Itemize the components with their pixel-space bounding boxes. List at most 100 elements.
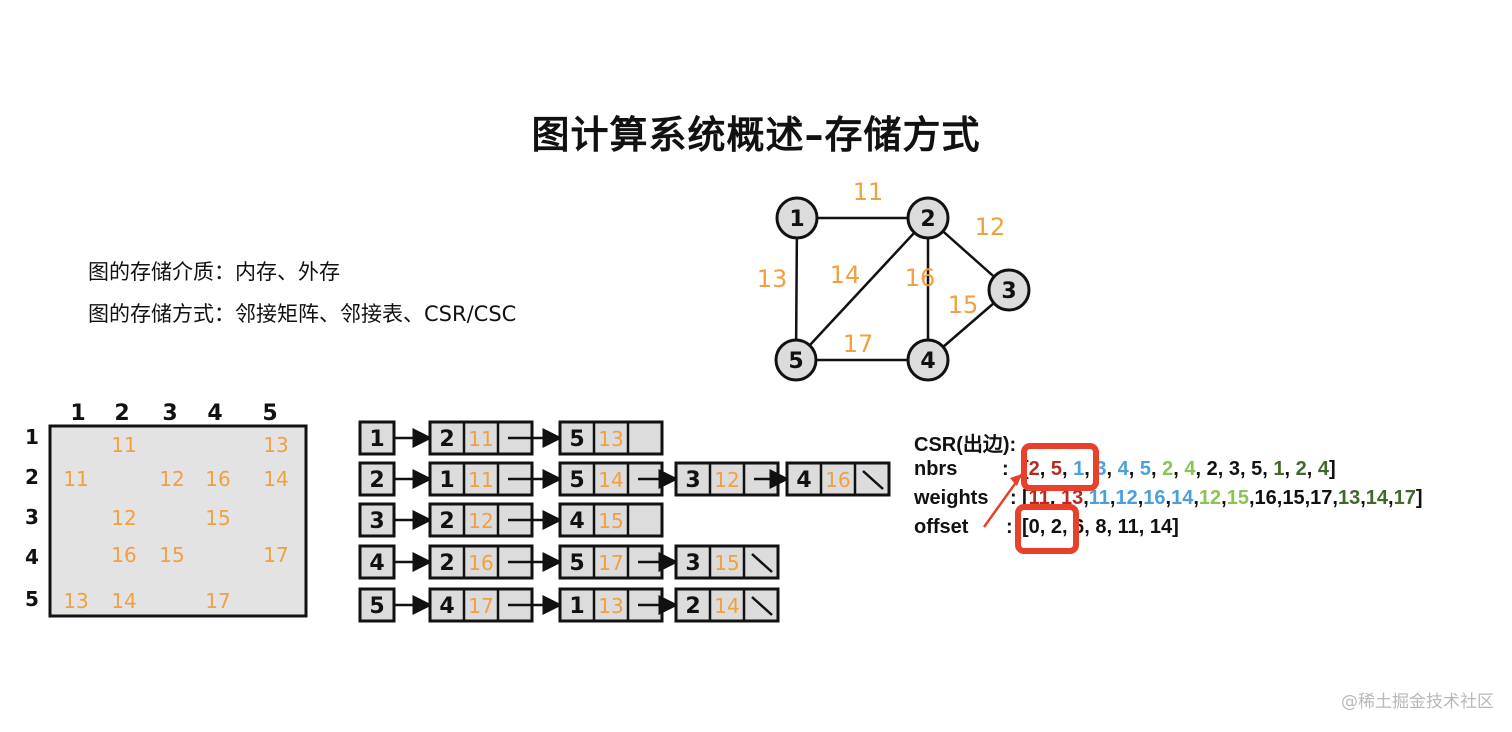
adj-null-marker [862, 470, 884, 490]
edge-weight-label: 15 [948, 291, 979, 319]
edge-weight-label: 11 [853, 178, 884, 206]
adj-node-weight: 15 [598, 509, 623, 533]
adj-node-weight: 17 [468, 594, 493, 618]
weights-label: weights [914, 487, 989, 509]
weights-values: [11, 13,11,12,16,14,12,15,16,15,17,13,14… [1022, 487, 1423, 509]
graph-node-label: 1 [789, 207, 804, 232]
matrix-cell-value: 14 [111, 589, 136, 613]
matrix-cell-value: 12 [159, 467, 184, 491]
adj-row: 4 2 16 5 17 3 15 [358, 544, 780, 580]
graph-node [906, 196, 950, 240]
adj-node-vertex: 3 [685, 468, 700, 493]
adj-node-vertex: 2 [439, 427, 454, 452]
adj-null-marker [751, 596, 773, 616]
adj-node-box [558, 420, 664, 456]
matrix-cell-value: 16 [205, 467, 230, 491]
adj-node-weight: 11 [468, 427, 493, 451]
adj-node-vertex: 5 [569, 468, 584, 493]
adj-node-weight: 12 [714, 468, 739, 492]
matrix-col-header: 3 [162, 401, 177, 426]
weights-colon: : [1010, 487, 1017, 509]
matrix-box [48, 424, 308, 618]
graph-node [906, 338, 950, 382]
matrix-cell-value: 12 [111, 506, 136, 530]
matrix-cell-value: 11 [111, 433, 136, 457]
matrix-cell-value: 17 [205, 589, 230, 613]
matrix-col-header: 5 [262, 401, 277, 426]
adj-node-weight: 11 [468, 468, 493, 492]
adj-node-weight: 13 [598, 427, 623, 451]
graph-node-label: 3 [1001, 279, 1016, 304]
nbrs-colon: : [1002, 458, 1009, 480]
adj-node-vertex: 3 [685, 551, 700, 576]
adj-node-vertex: 4 [796, 468, 811, 493]
adj-node-vertex: 5 [569, 427, 584, 452]
adj-null-marker [751, 553, 773, 573]
matrix-cell-value: 15 [159, 543, 184, 567]
csr-nbrs-row: nbrs : [2, 5, 1, 3, 4, 5, 2, 4, 2, 3, 5,… [914, 458, 1336, 481]
nbrs-highlight-box [1021, 443, 1099, 491]
adj-node-weight: 15 [714, 551, 739, 575]
matrix-col-header: 2 [114, 401, 129, 426]
matrix-cell-value: 11 [63, 467, 88, 491]
adj-node-vertex: 2 [685, 594, 700, 619]
watermark: @稀土掘金技术社区 [1341, 692, 1494, 712]
csr-weights-row: weights : [11, 13,11,12,16,14,12,15,16,1… [914, 487, 1423, 510]
page-title: 图计算系统概述–存储方式 [531, 113, 981, 157]
graph-node [774, 338, 818, 382]
csr-highlight [982, 443, 1099, 554]
graph-node-label: 5 [788, 349, 803, 374]
adj-row: 1 2 11 5 13 [358, 420, 664, 456]
adj-node-vertex: 1 [439, 468, 454, 493]
adj-node-weight: 17 [598, 551, 623, 575]
adj-head-cell [358, 420, 396, 456]
offset-values: [0, 2, 6, 8, 11, 14] [1022, 516, 1179, 538]
matrix-cell-value: 14 [263, 467, 288, 491]
csr-heading: CSR(出边): [914, 434, 1017, 456]
edge-weight-label: 16 [905, 264, 936, 292]
matrix-col-header: 4 [207, 401, 222, 426]
adj-node-vertex: 5 [569, 551, 584, 576]
graph-node-label: 2 [920, 207, 935, 232]
matrix-cell-value: 13 [63, 589, 88, 613]
edge-weight-label: 17 [843, 330, 874, 358]
graph-edge [795, 217, 929, 361]
matrix-row-header: 4 [25, 545, 39, 569]
adj-head-label: 2 [369, 468, 384, 493]
matrix-col-header: 1 [70, 401, 85, 426]
adj-node-weight: 16 [825, 468, 850, 492]
edge-weight-label: 14 [830, 261, 861, 289]
matrix-cell-value: 17 [263, 543, 288, 567]
matrix-row-header: 1 [25, 425, 39, 449]
matrix-row-header: 5 [25, 587, 39, 611]
storage-medium-text: 图的存储介质：内存、外存 [88, 260, 340, 284]
adj-head-label: 1 [369, 427, 384, 452]
adj-node-box [558, 502, 664, 538]
adj-node-vertex: 2 [439, 509, 454, 534]
adj-node-vertex: 2 [439, 551, 454, 576]
storage-methods-text: 图的存储方式：邻接矩阵、邻接表、CSR/CSC [88, 302, 517, 326]
adj-node-vertex: 4 [569, 509, 584, 534]
graph-node-label: 4 [920, 349, 935, 374]
adj-head-cell [358, 587, 396, 623]
edge-weight-label: 13 [757, 265, 788, 293]
adj-head-label: 5 [369, 594, 384, 619]
adj-node-weight: 14 [714, 594, 739, 618]
graph-node [775, 196, 819, 240]
matrix-cell-value: 16 [111, 543, 136, 567]
nbrs-label: nbrs [914, 458, 958, 480]
adj-head-label: 4 [369, 551, 384, 576]
nbrs-values: [2, 5, 1, 3, 4, 5, 2, 4, 2, 3, 5, 1, 2, … [1022, 458, 1336, 480]
adj-node-weight: 12 [468, 509, 493, 533]
graph-edge [794, 217, 799, 361]
adj-node-weight: 16 [468, 551, 493, 575]
graph-node [987, 268, 1031, 312]
edge-weight-label: 12 [975, 213, 1006, 241]
